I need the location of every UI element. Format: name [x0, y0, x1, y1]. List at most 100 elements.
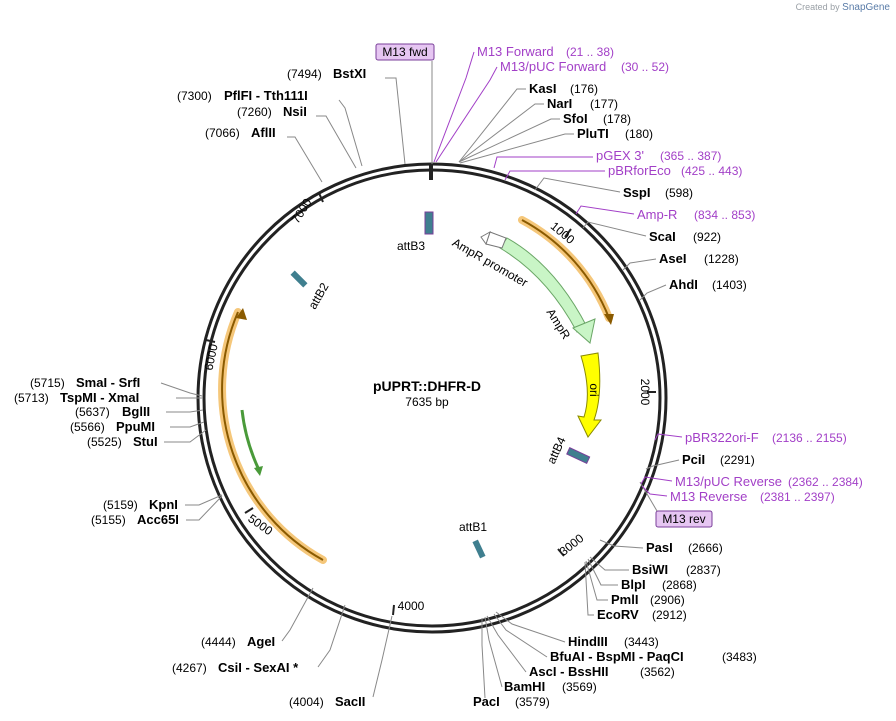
- site-leader: [458, 103, 544, 163]
- tick-2000: 2000: [638, 379, 652, 406]
- site-position: (177): [590, 97, 618, 111]
- site-position: (598): [665, 186, 693, 200]
- dhfr-arrow: [240, 409, 261, 471]
- site-kpni: (5159) KpnI: [103, 494, 223, 512]
- primer-name: pBRforEco: [608, 163, 671, 178]
- site-name: HindIII: [568, 634, 608, 649]
- primer-name: Amp-R: [637, 207, 677, 222]
- left-orange-line: [221, 311, 324, 561]
- tick-mark-1000: [564, 228, 572, 238]
- site-position: (5715): [30, 376, 65, 390]
- site-pflfi-tth111i: (7300) PflFI - Tth111I: [177, 88, 363, 167]
- site-bsiwi: BsiWI (2837): [589, 556, 721, 577]
- site-bamhi: BamHI (3569): [484, 616, 597, 694]
- site-position: (2291): [720, 453, 755, 467]
- site-position: (2912): [652, 608, 687, 622]
- site-position: (2837): [686, 563, 721, 577]
- site-name: PmlI: [611, 592, 638, 607]
- site-name: AscI - BssHII: [529, 664, 608, 679]
- attb3-glyph: [424, 211, 434, 235]
- ampr-arrow-head: [572, 318, 596, 344]
- attb2-glyph: [290, 270, 308, 288]
- site-position: (5155): [91, 513, 126, 527]
- ampr-promoter-head: [480, 230, 491, 246]
- m13-rev-tag-box: [655, 510, 713, 528]
- plasmid-name: pUPRT::DHFR-D: [373, 378, 481, 394]
- primer-pbr322ori-f: pBR322ori-F (2136 .. 2155): [654, 430, 847, 445]
- site-name: AseI: [659, 251, 686, 266]
- site-leader: [534, 177, 621, 193]
- attb2-label: attB2: [305, 280, 331, 312]
- site-leader: [585, 560, 608, 601]
- primer-m13-puc-forward: M13/pUC Forward (30 .. 52): [435, 59, 669, 163]
- m13-fwd-tag-box: [375, 43, 435, 61]
- site-leader: [582, 221, 647, 237]
- tick-6000: 6000: [201, 342, 220, 371]
- site-name: BfuAI - BspMI - PaqCI: [550, 649, 684, 664]
- primer-name: pGEX 3': [596, 148, 644, 163]
- site-leader: [599, 539, 644, 549]
- ampr-arrow: [499, 237, 588, 333]
- site-position: (2906): [650, 593, 685, 607]
- site-leader: [316, 115, 357, 169]
- site-leader: [164, 429, 207, 443]
- primer-leader: [654, 433, 683, 441]
- credit-brand: SnapGene: [842, 2, 890, 13]
- site-leader: [186, 495, 223, 521]
- plasmid-size: 7635 bp: [405, 395, 449, 409]
- site-paci: PacI (3579): [473, 618, 550, 709]
- site-name: PciI: [682, 452, 705, 467]
- site-name: NsiI: [283, 104, 307, 119]
- site-nari: NarI (177): [458, 96, 618, 163]
- primer-position: (21 .. 38): [566, 45, 614, 59]
- primer-amp-r: Amp-R (834 .. 853): [575, 205, 755, 222]
- primer-leader: [575, 205, 635, 215]
- site-name: SspI: [623, 185, 650, 200]
- primer-name: M13 Reverse: [670, 489, 747, 504]
- m13-fwd-tag: M13 fwd: [382, 45, 427, 59]
- primer-m13-forward: M13 Forward (21 .. 38): [433, 44, 614, 163]
- primer-pgex3: pGEX 3' (365 .. 387): [493, 148, 721, 169]
- site-bfuai-bspmi-paqci: BfuAI - BspMI - PaqCI (3483): [493, 613, 757, 664]
- site-leader: [484, 616, 503, 688]
- tick-3000: 3000: [557, 531, 587, 559]
- primer-position: (834 .. 853): [694, 208, 755, 222]
- site-aflii: (7066) AflII: [205, 125, 323, 183]
- site-name: BamHI: [504, 679, 545, 694]
- site-position: (3562): [640, 665, 675, 679]
- site-position: (7260): [237, 105, 272, 119]
- primer-leader: [640, 476, 673, 485]
- site-name: EcoRV: [597, 607, 639, 622]
- site-acc65i: (5155) Acc65I: [91, 495, 223, 527]
- primer-name: M13/pUC Reverse: [675, 474, 782, 489]
- site-smai-srfi: (5715) SmaI - SrfI: [30, 375, 203, 397]
- site-tspmi-xmai: (5713) TspMI - XmaI: [14, 390, 202, 405]
- tick-mark-6000: [205, 339, 216, 343]
- site-sspi: SspI (598): [534, 177, 693, 200]
- site-position: (4267): [172, 661, 207, 675]
- site-name: PasI: [646, 540, 673, 555]
- site-name: BglII: [122, 404, 150, 419]
- tick-mark-7000: [318, 192, 324, 203]
- site-asci-bsshii: AscI - BssHII (3562): [486, 615, 675, 679]
- primer-position: (2362 .. 2384): [788, 475, 863, 489]
- site-position: (3483): [722, 650, 757, 664]
- site-leader: [385, 77, 406, 165]
- site-hindiii: HindIII (3443): [495, 611, 659, 649]
- site-pcii: PciI (2291): [645, 452, 755, 470]
- attb4-label: attB4: [544, 434, 569, 466]
- primer-leader: [433, 51, 475, 163]
- amp-r-cds-head: [604, 314, 614, 325]
- site-sfoi: SfoI (178): [458, 111, 631, 163]
- site-position: (5159): [103, 498, 138, 512]
- site-leader: [493, 613, 548, 658]
- site-leader: [160, 382, 203, 397]
- tick-mark-3000: [557, 548, 565, 557]
- site-leader: [587, 558, 618, 586]
- primer-position: (2136 .. 2155): [772, 431, 847, 445]
- site-name: Acc65I: [137, 512, 179, 527]
- site-ppumi: (5566) PpuMI: [70, 419, 205, 434]
- site-leader: [170, 421, 205, 428]
- site-leader: [372, 615, 393, 698]
- site-ahdi: AhdI (1403): [639, 277, 747, 301]
